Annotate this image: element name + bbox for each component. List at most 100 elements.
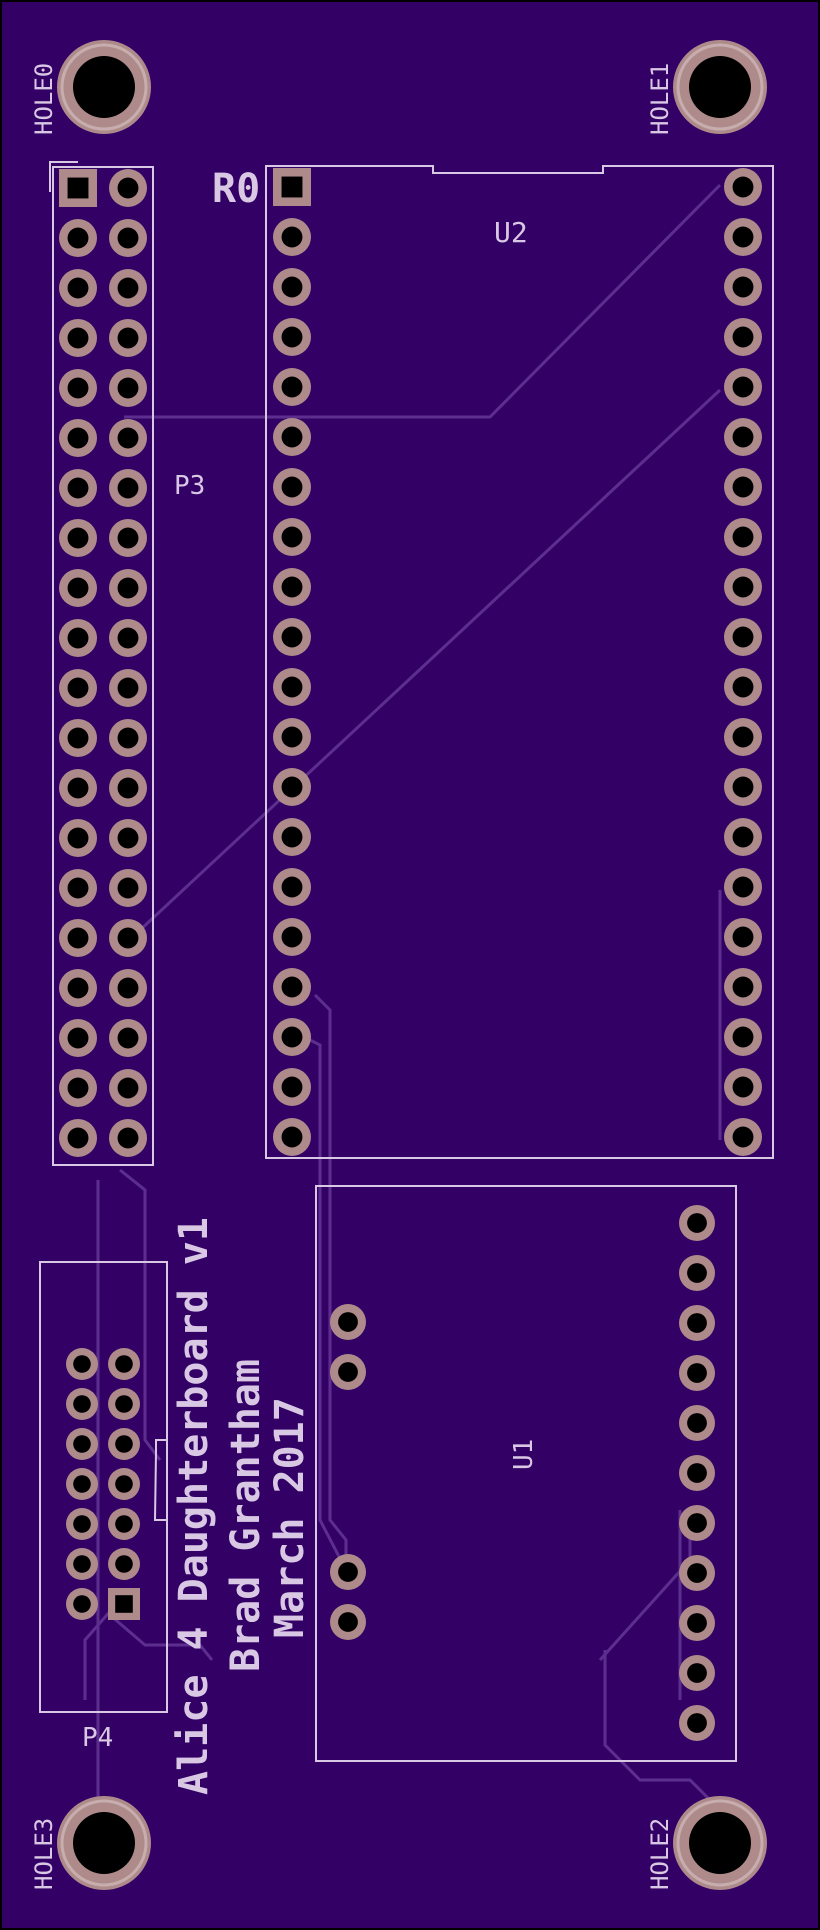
u1-pad-left-4-drill: [338, 1612, 358, 1632]
u2-pad-right-1-drill: [732, 176, 754, 198]
u2-pad-right-18-drill: [732, 1026, 754, 1048]
p3-pad-28-drill: [117, 827, 139, 849]
p3-pad-6-drill: [117, 277, 139, 299]
u2-pad-left-19-drill: [281, 1076, 303, 1098]
trace-0: [124, 183, 722, 419]
p3-pad-21-drill: [67, 677, 89, 699]
hole3-label: HOLE3: [30, 1818, 58, 1890]
p3-pad-12-drill: [117, 427, 139, 449]
p3-pad-29-drill: [67, 877, 89, 899]
hole2-label: HOLE2: [646, 1818, 674, 1890]
u1-pad-right-11-drill: [687, 1713, 707, 1733]
u2-pad-left-7-drill: [281, 476, 303, 498]
u2-pad-right-8-drill: [732, 526, 754, 548]
u1-pad-right-10-drill: [687, 1663, 707, 1683]
u2-pad-right-16-drill: [732, 926, 754, 948]
hole0-label: HOLE0: [30, 63, 58, 135]
u2-pad-right-14-drill: [732, 826, 754, 848]
u2-pad-right-19-drill: [732, 1076, 754, 1098]
u2-pad-right-15-drill: [732, 876, 754, 898]
u1-pad-left-3-drill: [338, 1562, 358, 1582]
p3-pad-10-drill: [117, 377, 139, 399]
u1-pad-right-4-drill: [687, 1363, 707, 1383]
u2-pad-left-9-drill: [281, 576, 303, 598]
u2-pad-left-2-drill: [281, 226, 303, 248]
p4-pad-right-5-drill: [115, 1515, 133, 1533]
p3-designator: P3: [174, 471, 205, 501]
p3-pad-27-drill: [67, 827, 89, 849]
u2-pad-right-10-drill: [732, 626, 754, 648]
mounting-hole-0-drill: [73, 56, 135, 118]
p3-pad-8-drill: [117, 327, 139, 349]
u2-pad-right-12-drill: [732, 726, 754, 748]
p3-pad-9-drill: [67, 377, 89, 399]
p3-pad-34-drill: [117, 977, 139, 999]
u2-pad-left-18-drill: [281, 1026, 303, 1048]
p3-pad-33-drill: [67, 977, 89, 999]
u2-pad-right-2-drill: [732, 226, 754, 248]
p3-pad-20-drill: [117, 627, 139, 649]
credit-line-author: Brad Grantham: [223, 1359, 269, 1672]
u1-pad-right-7-drill: [687, 1513, 707, 1533]
p3-pad-14-drill: [117, 477, 139, 499]
p4-pad-left-1-drill: [73, 1355, 91, 1373]
u2-pad-right-7-drill: [732, 476, 754, 498]
u2-pad-left-17-drill: [281, 976, 303, 998]
u2-pad-left-1-drill: [281, 176, 303, 198]
p3-pad-7-drill: [67, 327, 89, 349]
p3-pad-35-drill: [67, 1027, 89, 1049]
trace-2: [313, 993, 348, 1580]
u1-pad-right-5-drill: [687, 1413, 707, 1433]
u2-pad-right-6-drill: [732, 426, 754, 448]
u2-pad-right-4-drill: [732, 326, 754, 348]
mounting-hole-3-ring: [676, 1799, 764, 1887]
u1-pad-left-1-drill: [338, 1312, 358, 1332]
p3-pad-18-drill: [117, 577, 139, 599]
p3-pad-16-drill: [117, 527, 139, 549]
mounting-hole-3-drill: [689, 1812, 751, 1874]
u2-pad-right-17-drill: [732, 976, 754, 998]
u1-pad-left-2-drill: [338, 1362, 358, 1382]
u1-pad-right-8-drill: [687, 1563, 707, 1583]
mounting-hole-2-drill: [73, 1812, 135, 1874]
r0-designator: R0: [212, 166, 260, 212]
p3-pad-36-drill: [117, 1027, 139, 1049]
mounting-hole-1-ring: [676, 43, 764, 131]
p4-pad-right-1-drill: [115, 1355, 133, 1373]
component-pads: [59, 168, 762, 1741]
p4-key: [153, 1439, 167, 1521]
p3-pad-25-drill: [67, 777, 89, 799]
trace-9: [109, 1613, 214, 1661]
silkscreen-outlines: [39, 161, 774, 1762]
u2-pad-left-11-drill: [281, 676, 303, 698]
p3-pad-5-drill: [67, 277, 89, 299]
p4-pad-left-6-drill: [73, 1555, 91, 1573]
p3-pad-3-drill: [67, 227, 89, 249]
u2-pad-left-8-drill: [281, 526, 303, 548]
p3-pad-15-drill: [67, 527, 89, 549]
mounting-hole-0-ring: [60, 43, 148, 131]
u2-pad-left-20-drill: [281, 1126, 303, 1148]
p4-pad-left-3-drill: [73, 1435, 91, 1453]
u2-pad-left-6-drill: [281, 426, 303, 448]
mounting-hole-1-drill: [689, 56, 751, 118]
p3-pad-1-drill: [67, 177, 89, 199]
trace-8: [119, 1168, 162, 1461]
p3-outline: [52, 166, 154, 1166]
p3-pad-30-drill: [117, 877, 139, 899]
u2-pad-right-13-drill: [732, 776, 754, 798]
u1-pad-right-2-drill: [687, 1263, 707, 1283]
p3-pad-11-drill: [67, 427, 89, 449]
p4-pad-left-5-drill: [73, 1515, 91, 1533]
p3-pad-31-drill: [67, 927, 89, 949]
p4-pad-left-4-drill: [73, 1475, 91, 1493]
trace-1: [122, 388, 722, 947]
u2-pad-left-5-drill: [281, 376, 303, 398]
mounting-holes: [57, 40, 767, 1890]
u2-pad-left-4-drill: [281, 326, 303, 348]
p4-pad-right-2-drill: [115, 1395, 133, 1413]
p4-pad-right-3-drill: [115, 1435, 133, 1453]
u2-pad-right-11-drill: [732, 676, 754, 698]
u2-pad-right-9-drill: [732, 576, 754, 598]
